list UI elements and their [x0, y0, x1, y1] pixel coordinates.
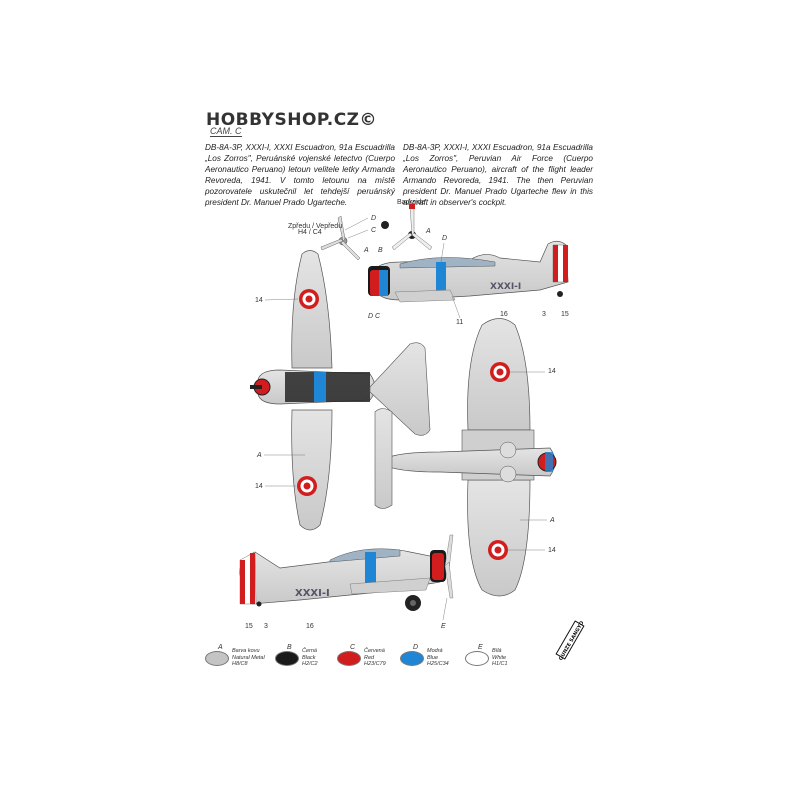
legend-b-code: H2/C2: [302, 661, 318, 667]
legend-e-cz: Bílá: [492, 648, 502, 654]
legend-e-code: H1/C1: [492, 661, 508, 667]
legend-item-d: Modrá Blue H25/C34: [427, 648, 449, 668]
side-profile-left: XXXI-I: [239, 534, 454, 611]
callout-11: 11: [456, 319, 463, 326]
gunze-sangyo-logo: GUNZE SANGYO: [548, 618, 592, 662]
callout-a-3: A: [256, 452, 262, 459]
legend-item-b: Černá Black H2/C2: [302, 648, 318, 668]
legend-item-e: Bílá White H1/C1: [492, 648, 508, 668]
legend-letter-a: A: [218, 644, 223, 651]
legend-d-en: Blue: [427, 654, 439, 661]
camouflage-label: CAM. C: [210, 126, 242, 137]
callout-14-d: 14: [548, 547, 556, 554]
legend-letter-b: B: [287, 644, 292, 651]
legend-item-c: Červená Red H23/C79: [364, 648, 386, 668]
side-code-bottom: XXXI-I: [295, 588, 330, 599]
legend-c-en: Red: [364, 654, 375, 661]
callout-a-2: A: [425, 228, 431, 235]
callout-b: B: [378, 247, 383, 254]
side-code-top: XXXI-I: [490, 282, 521, 292]
legend-item-a: Barva kovu Natural Metal H8/C8: [232, 648, 265, 668]
bottom-view: [374, 318, 557, 597]
legend-a-en: Natural Metal: [232, 654, 265, 661]
legend-letter-c: C: [350, 644, 356, 651]
callout-d-3: D: [368, 313, 373, 320]
propeller-back-view: Backside: [381, 199, 433, 251]
callout-15-b: 15: [245, 623, 253, 630]
swatch-white: [465, 651, 489, 666]
swatch-natural-metal: [205, 651, 229, 666]
backside-label: Backside: [397, 199, 426, 206]
callout-d-2: D: [442, 235, 447, 242]
legend-e-en: White: [492, 654, 507, 661]
legend-letter-e: E: [478, 644, 483, 651]
description-english: DB-8A-3P, XXXI-I, XXXI Escuadron, 91a Es…: [403, 143, 593, 207]
callout-a-4: A: [549, 517, 555, 524]
propeller-front-view: Zpředu / Vepředu H4 / C4: [288, 215, 361, 261]
callout-e: E: [441, 623, 446, 630]
legend-b-en: Black: [302, 654, 316, 661]
callout-16: 16: [500, 311, 508, 318]
legend-a-cz: Barva kovu: [232, 648, 260, 654]
callout-15: 15: [561, 311, 569, 318]
callout-3-b: 3: [264, 623, 268, 630]
callout-16-b: 16: [306, 623, 314, 630]
legend-c-code: H23/C79: [364, 661, 386, 667]
callout-3: 3: [542, 311, 546, 318]
callout-14-a: 14: [255, 297, 263, 304]
legend-d-code: H25/C34: [427, 661, 449, 667]
swatch-red: [337, 651, 361, 666]
top-view: [250, 250, 431, 531]
callout-a: A: [363, 247, 369, 254]
front-note-2: H4 / C4: [298, 229, 322, 236]
callout-c: C: [371, 227, 377, 234]
brand-watermark: HOBBYSHOP.CZ©: [206, 110, 377, 130]
legend-d-cz: Modrá: [427, 648, 443, 654]
legend-a-code: H8/C8: [232, 661, 248, 667]
legend-b-cz: Černá: [302, 648, 317, 654]
swatch-black: [275, 651, 299, 666]
side-profile-right: XXXI-I: [368, 240, 569, 303]
description-czech: DB-8A-3P, XXXI-I, XXXI Escuadron, 91a Es…: [205, 143, 395, 207]
front-note: Zpředu / Vepředu: [288, 223, 342, 230]
callout-c-2: C: [375, 313, 381, 320]
callout-14-b: 14: [255, 483, 263, 490]
callout-14-c: 14: [548, 368, 556, 375]
legend-letter-d: D: [413, 644, 419, 651]
legend-c-cz: Červená: [364, 648, 385, 654]
swatch-blue: [400, 651, 424, 666]
callout-d: D: [371, 215, 376, 222]
